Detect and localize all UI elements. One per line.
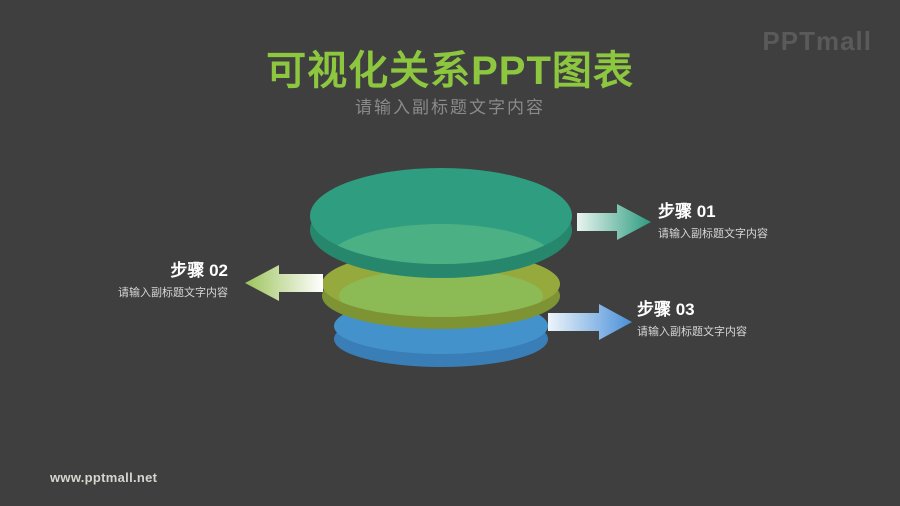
- page-subtitle: 请输入副标题文字内容: [355, 98, 545, 117]
- pptmall-logo: PPTmall: [762, 26, 872, 56]
- step-01-desc: 请输入副标题文字内容: [658, 228, 768, 240]
- step-02-block: 步骤 02 请输入副标题文字内容: [118, 256, 228, 300]
- step-02-label: 步骤 02: [170, 261, 228, 280]
- arrow-right-step1-icon: [577, 204, 651, 240]
- arrow-left-step2-icon: [245, 265, 323, 301]
- step-03-label: 步骤 03: [637, 300, 695, 319]
- arrow-right-step3-icon: [548, 304, 632, 340]
- step-01-label: 步骤 01: [658, 202, 716, 221]
- top-disc-highlight: [327, 224, 555, 264]
- middle-disc-highlight: [339, 269, 543, 317]
- step-01-block: 步骤 01 请输入副标题文字内容: [658, 197, 768, 241]
- page-title: 可视化关系PPT图表: [266, 49, 634, 93]
- website-url: www.pptmall.net: [50, 470, 158, 485]
- step-03-block: 步骤 03 请输入副标题文字内容: [637, 295, 747, 339]
- step-02-desc: 请输入副标题文字内容: [118, 287, 228, 299]
- step-03-desc: 请输入副标题文字内容: [637, 326, 747, 338]
